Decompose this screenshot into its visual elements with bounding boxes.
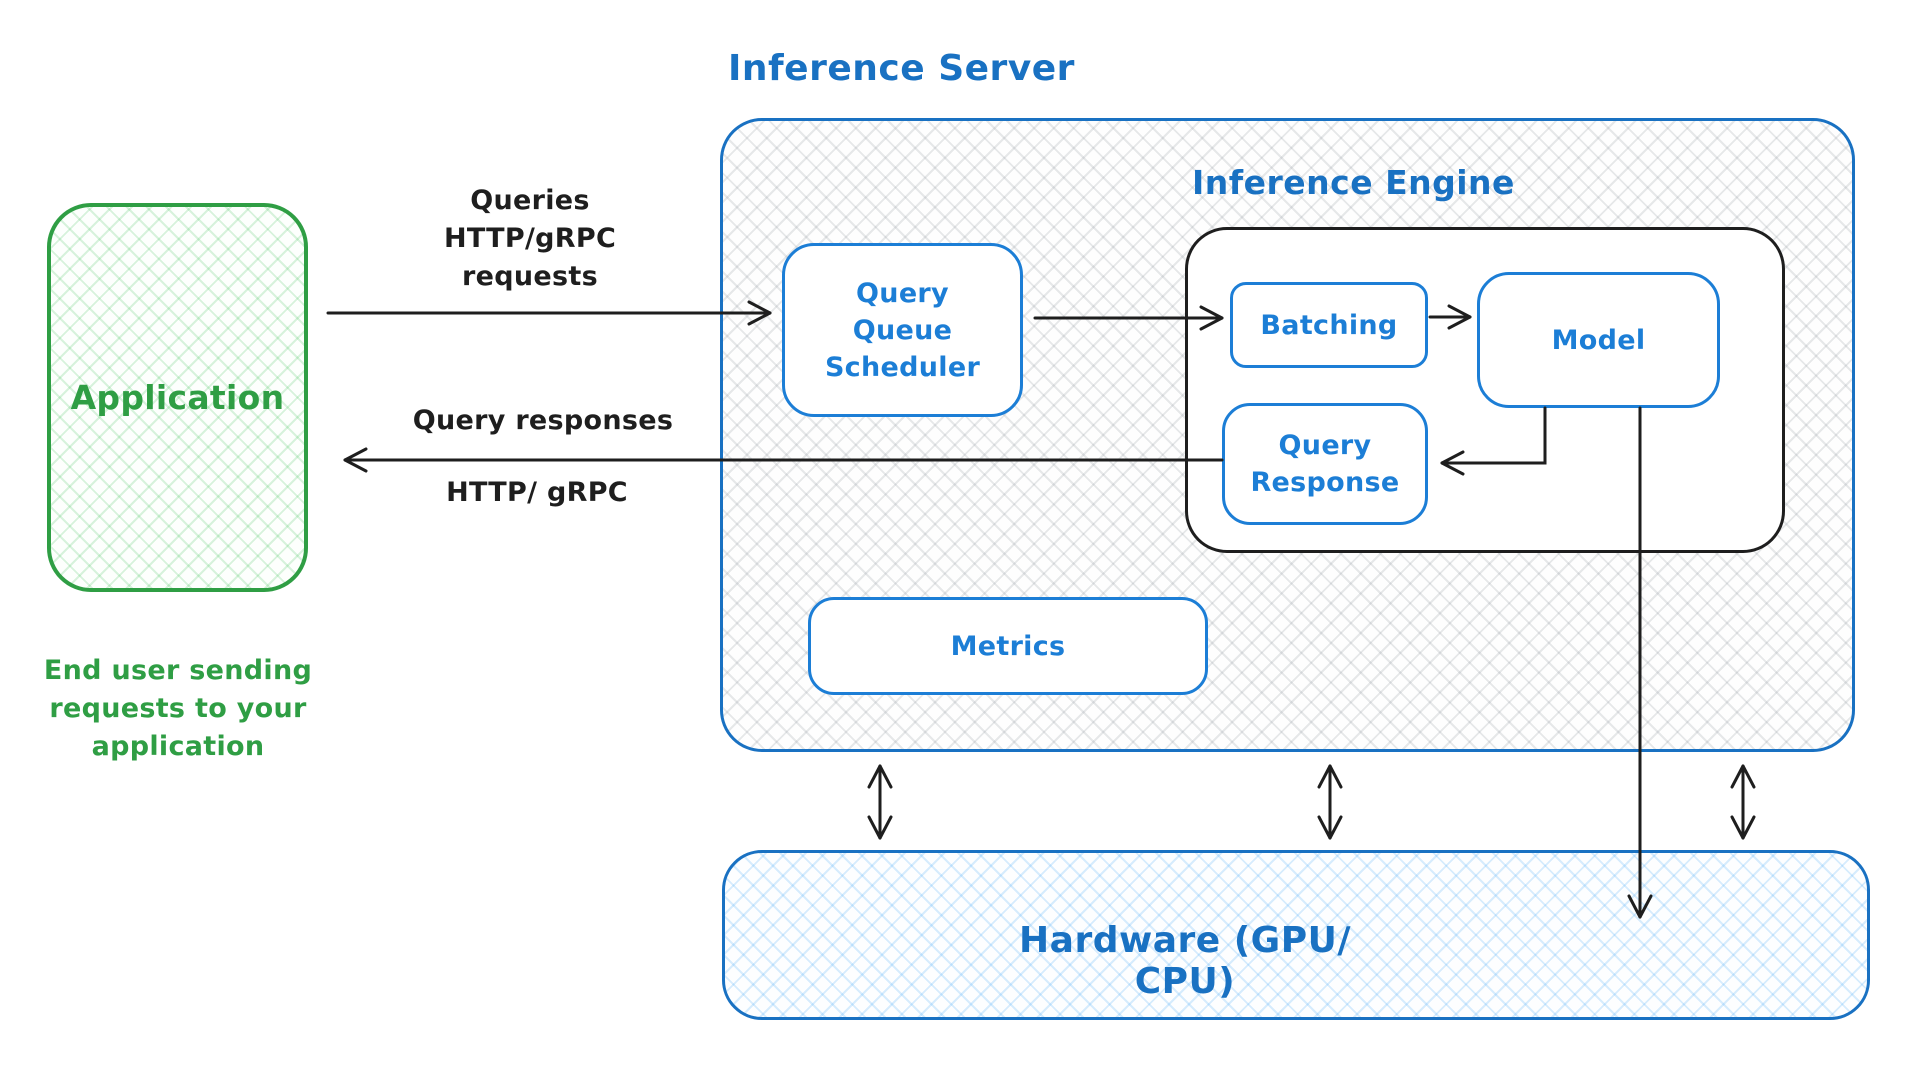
metrics-label: Metrics <box>950 630 1066 662</box>
application-caption: End user sending requests to your applic… <box>43 655 313 762</box>
responses-arrow-label-bottom: HTTP/ gRPC <box>446 477 628 508</box>
inference-server-title: Inference Server <box>728 48 1075 89</box>
query-queue-scheduler-label: Query Queue Scheduler <box>824 277 981 383</box>
batching-box: Batching <box>1230 282 1428 368</box>
application-box: Application <box>47 203 308 592</box>
hardware-box <box>722 850 1870 1020</box>
query-response-label: Query Response <box>1250 430 1400 498</box>
model-label: Model <box>1551 324 1646 356</box>
inference-engine-title: Inference Engine <box>1192 163 1515 202</box>
application-label: Application <box>70 378 285 417</box>
responses-arrow-label-top: Query responses <box>412 405 674 436</box>
model-box: Model <box>1477 272 1720 408</box>
batching-label: Batching <box>1260 309 1398 341</box>
hardware-label: Hardware (GPU/ CPU) <box>1019 920 1351 1002</box>
metrics-box: Metrics <box>808 597 1208 695</box>
query-queue-scheduler-box: Query Queue Scheduler <box>782 243 1023 417</box>
query-response-box: Query Response <box>1222 403 1428 525</box>
queries-arrow-label: Queries HTTP/gRPC requests <box>443 185 617 292</box>
